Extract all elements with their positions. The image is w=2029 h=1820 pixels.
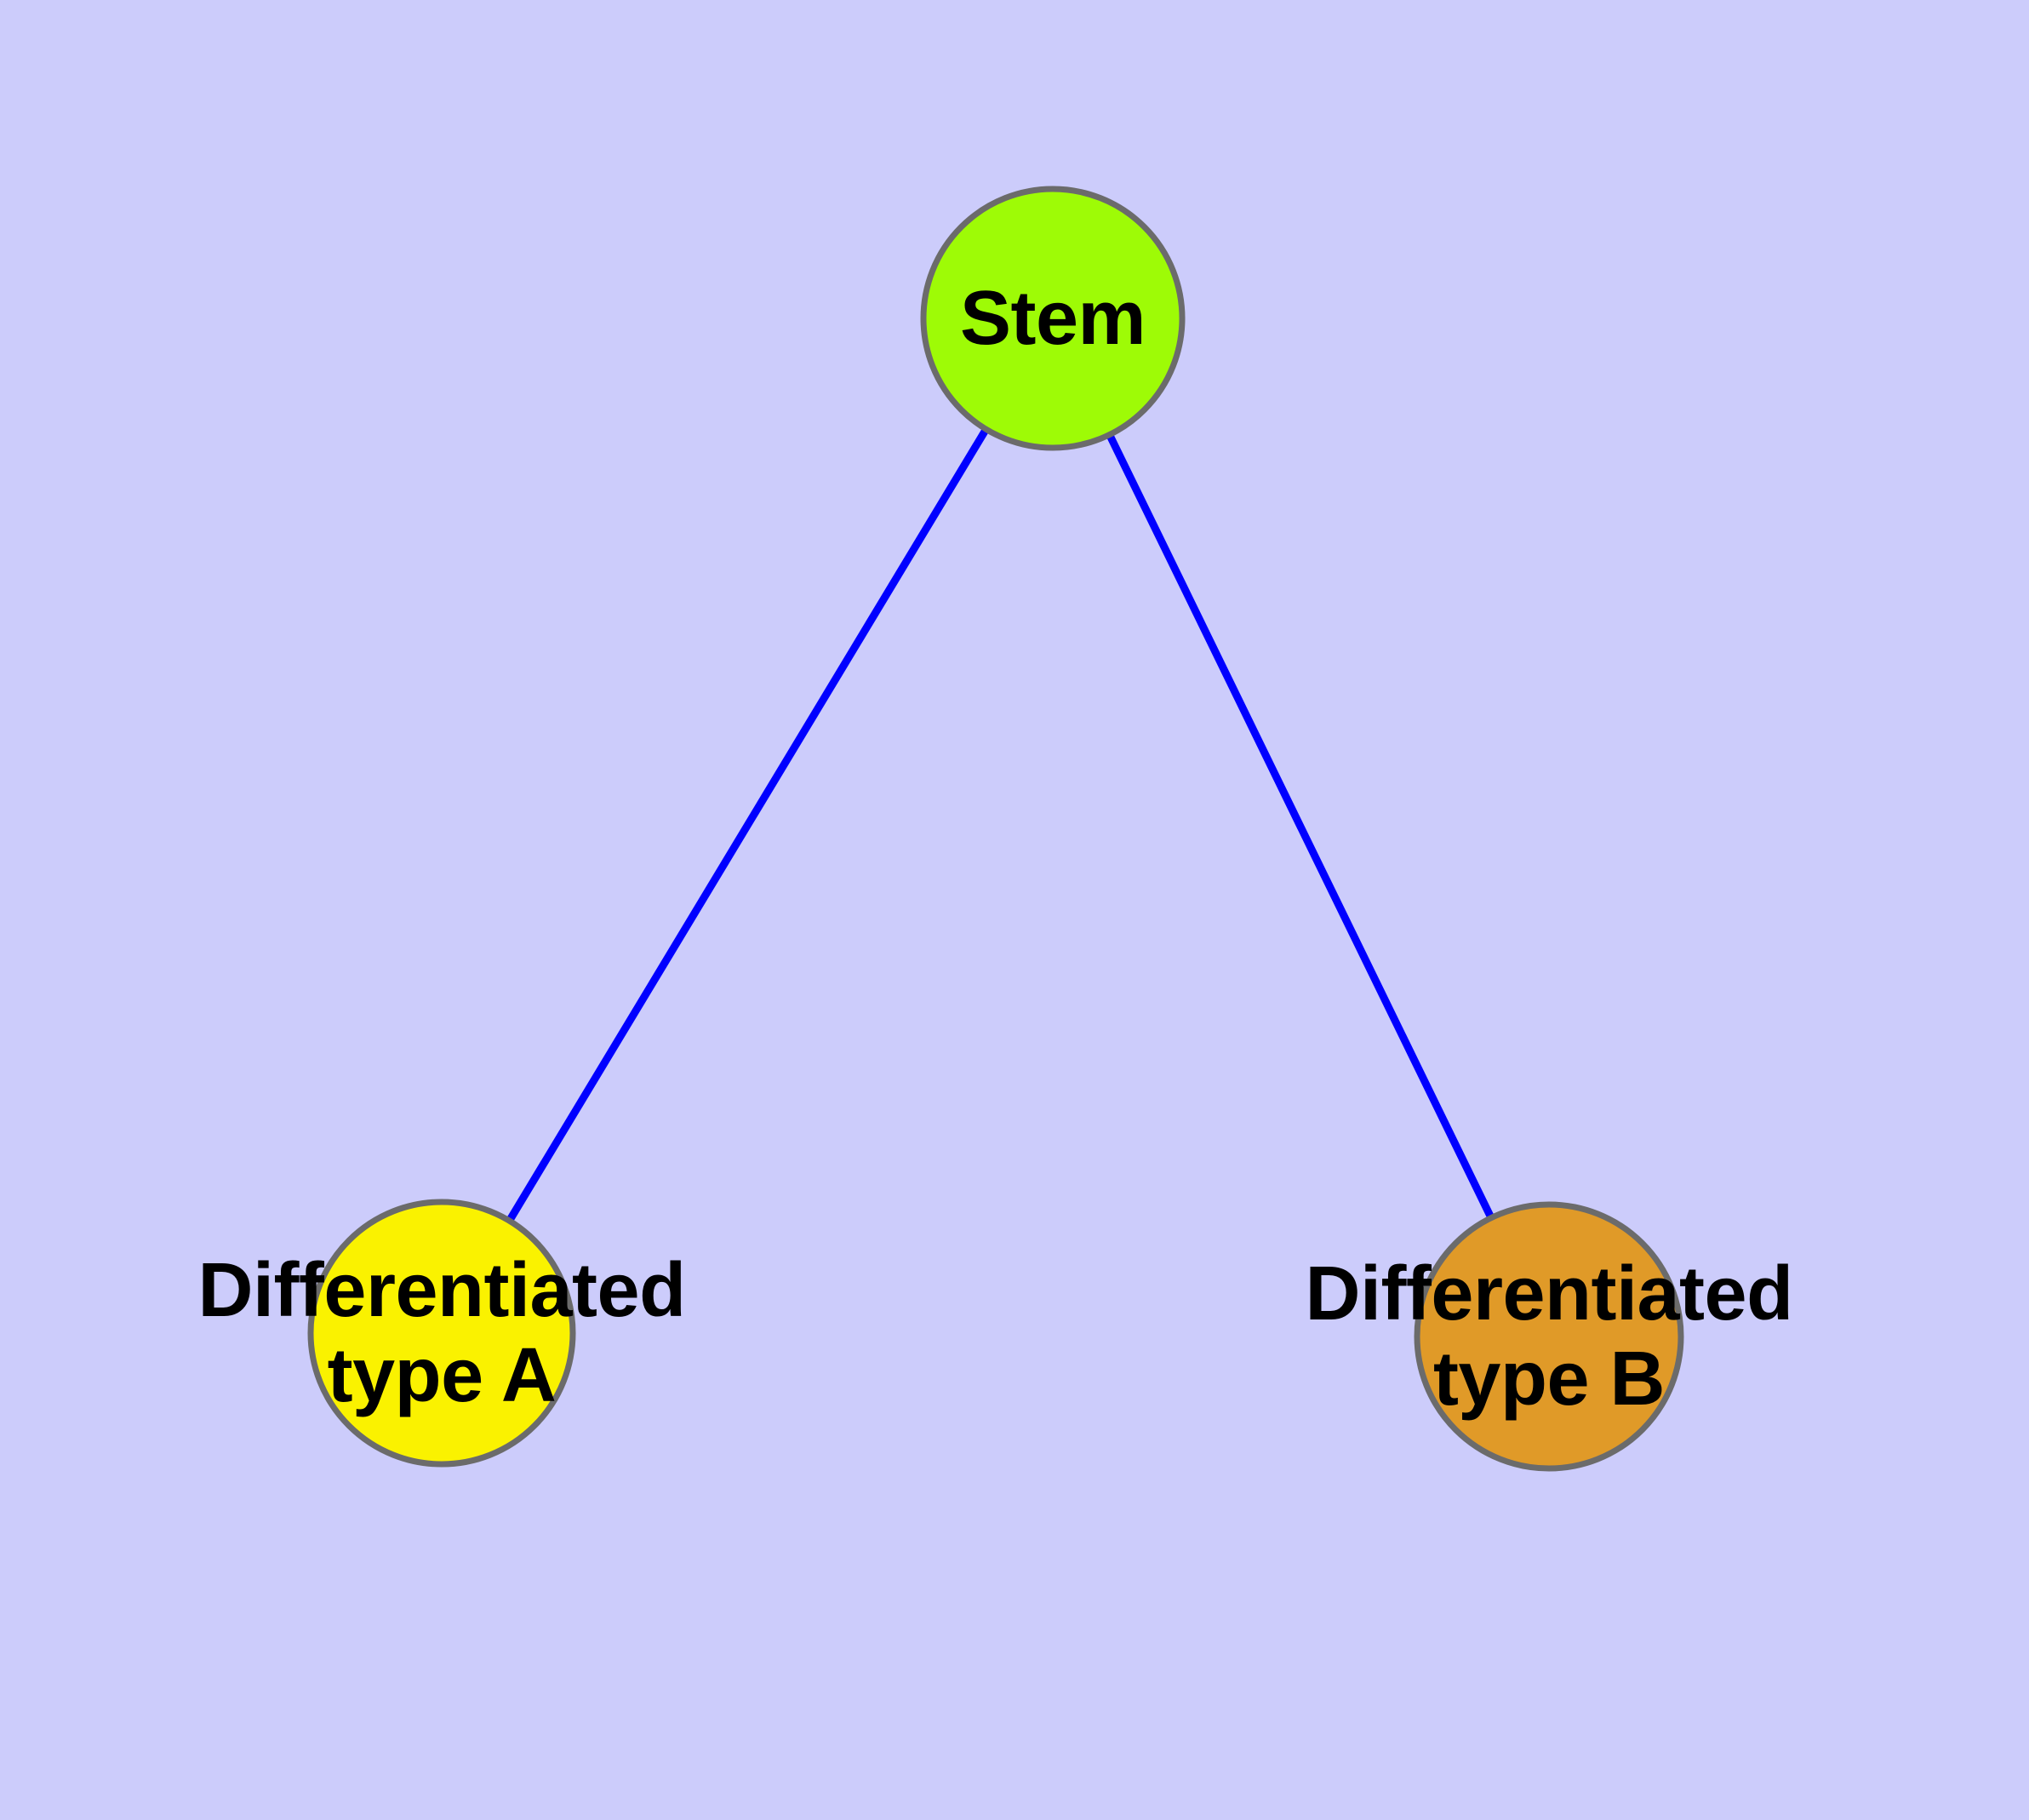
graph-edge xyxy=(506,428,989,1222)
graph-node-diff_b[interactable] xyxy=(1414,1201,1684,1472)
graph-node-stem[interactable] xyxy=(920,186,1186,451)
nodes-layer xyxy=(307,186,1684,1472)
graph-edge xyxy=(1106,434,1495,1218)
edges-layer xyxy=(506,428,1495,1222)
graph-node-diff_a[interactable] xyxy=(307,1199,576,1468)
